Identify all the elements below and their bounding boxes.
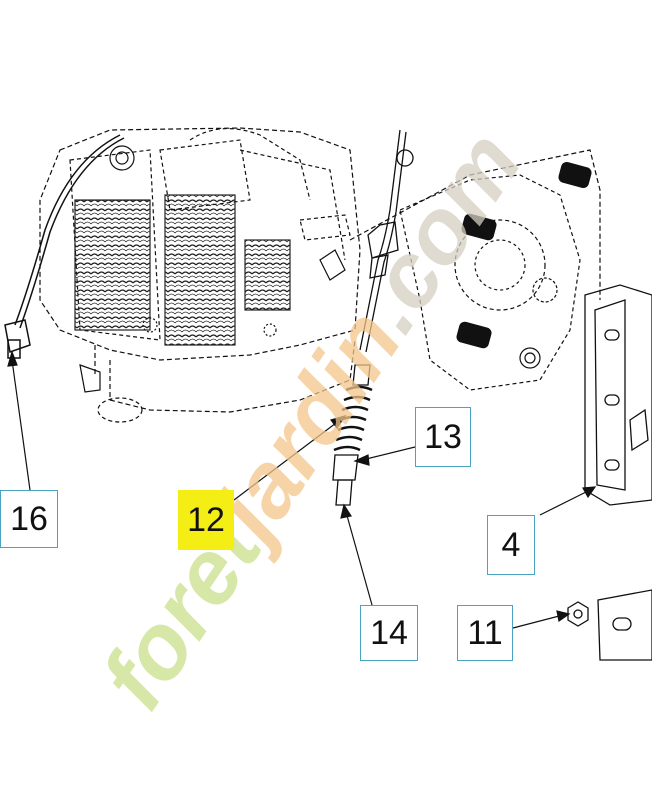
nut-and-plate bbox=[567, 589, 652, 661]
callout-part-13: 13 bbox=[415, 407, 471, 467]
callout-part-14: 14 bbox=[360, 605, 418, 661]
leader-lines bbox=[7, 350, 597, 629]
callout-part-16: 16 bbox=[0, 490, 58, 548]
transmission-housing bbox=[349, 149, 601, 391]
throttle-cable-assembly bbox=[332, 129, 414, 506]
callout-part-11: 11 bbox=[457, 605, 513, 661]
engine-block bbox=[39, 127, 361, 423]
mounting-bracket bbox=[584, 284, 652, 506]
callout-part-12-highlighted: 12 bbox=[178, 490, 234, 550]
watermark-part-3: .com bbox=[336, 114, 541, 349]
callout-part-4: 4 bbox=[487, 515, 535, 575]
